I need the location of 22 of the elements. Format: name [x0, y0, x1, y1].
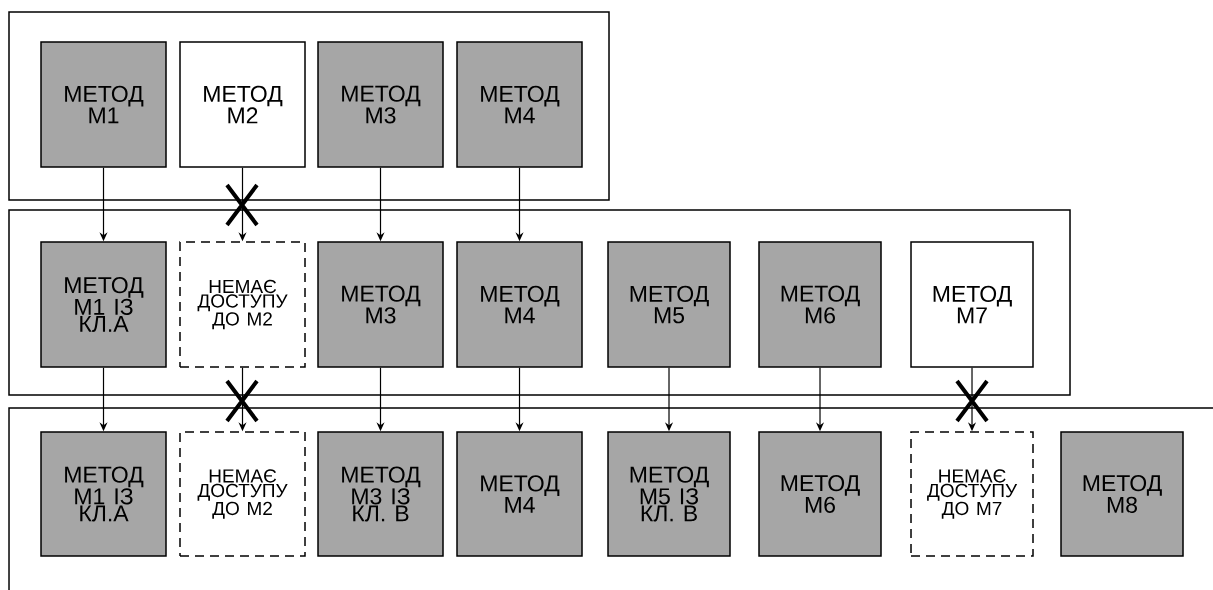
- method-box: МЕТОД М3: [317, 241, 444, 368]
- method-box: МЕТОД М1 ІЗ КЛ.А: [40, 431, 167, 557]
- method-box: МЕТОД М1 ІЗ КЛ.А: [40, 241, 167, 368]
- no-access-box: НЕМАЄ ДОСТУПУ ДО М2: [179, 431, 306, 557]
- method-box: МЕТОД М4: [456, 431, 583, 557]
- method-box: МЕТОД М4: [456, 41, 583, 168]
- group-frame: [8, 11, 610, 201]
- no-access-box: НЕМАЄ ДОСТУПУ ДО М2: [179, 241, 306, 368]
- method-box: МЕТОД М3 ІЗ КЛ. В: [317, 431, 444, 557]
- method-box: МЕТОД М6: [758, 431, 882, 557]
- method-box: МЕТОД М4: [456, 241, 583, 368]
- method-box: МЕТОД М2: [179, 41, 306, 168]
- method-box: МЕТОД М3: [317, 41, 444, 168]
- method-box: МЕТОД М8: [1060, 431, 1184, 557]
- method-box: МЕТОД М6: [758, 241, 882, 368]
- group-frame: [8, 209, 1071, 396]
- no-access-box: НЕМАЄ ДОСТУПУ ДО М7: [910, 431, 1034, 557]
- method-box: МЕТОД М7: [910, 241, 1034, 368]
- method-box: МЕТОД М5 ІЗ КЛ. В: [607, 431, 731, 557]
- method-box: МЕТОД М1: [40, 41, 167, 168]
- group-frame: [8, 407, 1213, 590]
- method-box: МЕТОД М5: [607, 241, 731, 368]
